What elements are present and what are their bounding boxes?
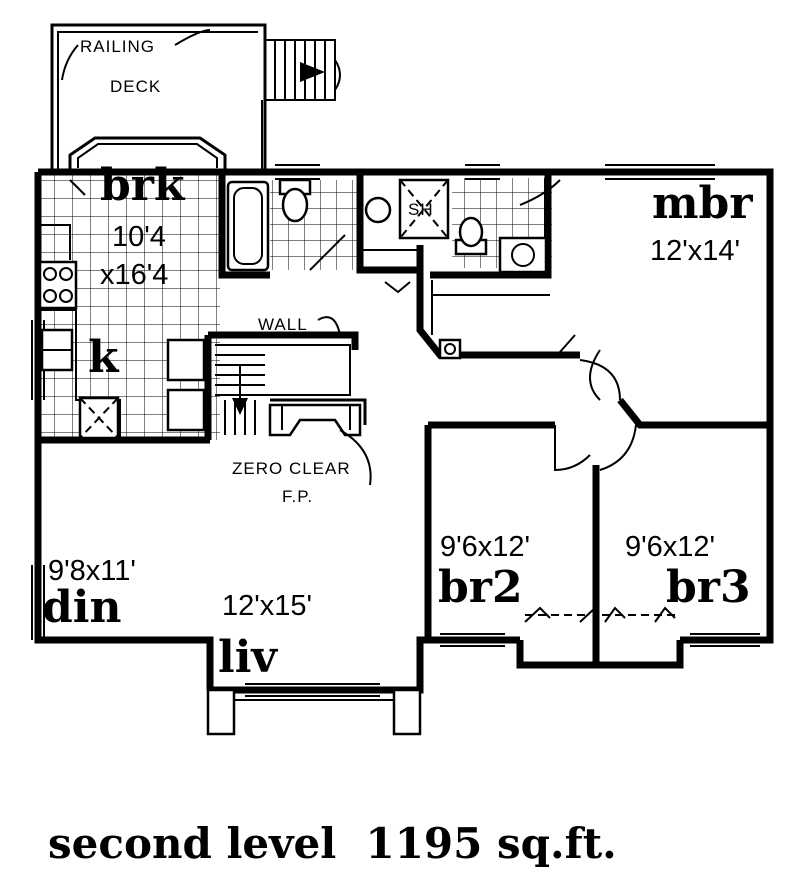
zero-clear-label: ZERO CLEAR [232, 459, 351, 478]
master-name: mbr [652, 178, 753, 229]
bedroom3-name: br3 [666, 562, 751, 613]
wall-leader [317, 316, 341, 336]
kitchen-fixtures [38, 179, 206, 440]
deck [50, 23, 341, 170]
porch-pier-right [392, 688, 422, 736]
bathtub [226, 180, 270, 272]
pantry-1 [166, 338, 206, 382]
breakfast-dim-1: 10'4 [112, 221, 166, 253]
plan-caption: second level 1195 sq.ft. [48, 819, 617, 868]
dining-name: din [42, 582, 121, 633]
fp-label: F.P. [282, 487, 313, 506]
bay-window [68, 136, 227, 172]
pantry-2 [166, 388, 206, 432]
bath-1 [226, 178, 392, 272]
bedroom2-name: br2 [438, 562, 523, 613]
bedroom2-dim: 9'6x12' [440, 531, 530, 563]
living-name: liv [218, 632, 278, 683]
living-dim: 12'x15' [222, 590, 312, 622]
wall-label: WALL [258, 315, 308, 334]
breakfast-dim-2: x16'4 [100, 259, 168, 291]
sink-1 [364, 196, 392, 224]
kitchen-name: k [88, 332, 120, 383]
water-heater [438, 338, 462, 360]
staircase [175, 344, 351, 435]
hall-closets [431, 280, 637, 472]
shower-label: SH [408, 200, 434, 219]
shower [398, 178, 450, 240]
bedroom-closets [524, 606, 676, 623]
fireplace-leader [339, 429, 372, 486]
bath-2: SH [360, 178, 561, 294]
breakfast-name: brk [100, 160, 186, 211]
interior-walls [38, 175, 770, 665]
dining-dim: 9'8x11' [48, 555, 136, 587]
deck-label: DECK [110, 77, 161, 96]
master-dim: 12'x14' [650, 235, 740, 267]
railing-arrow [61, 29, 211, 81]
exterior-walls [34, 168, 774, 694]
bedroom3-dim: 9'6x12' [625, 531, 715, 563]
porch-pier-left [206, 688, 236, 736]
railing-label: RAILING [80, 37, 155, 56]
fireplace [268, 403, 362, 437]
